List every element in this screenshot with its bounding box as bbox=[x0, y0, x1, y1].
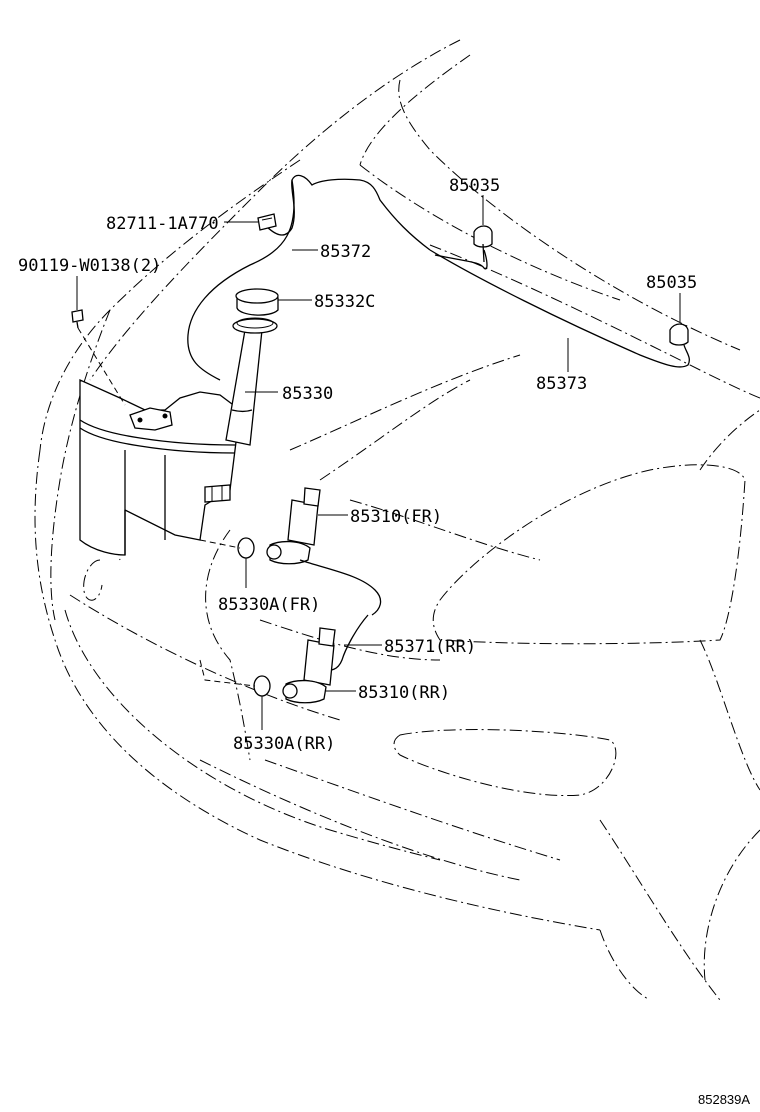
label-85035-a: 85035 bbox=[449, 176, 500, 196]
hose-85372 bbox=[187, 174, 431, 381]
clip-82711 bbox=[257, 213, 277, 231]
nozzle-85035-a bbox=[473, 225, 493, 263]
car-body-outline bbox=[34, 39, 760, 1001]
pump-85310-rr bbox=[282, 627, 336, 704]
diagram-reference-number: 852839A bbox=[698, 1092, 750, 1107]
part-labels: 85035 85035 82711-1A770 85372 90119-W013… bbox=[18, 176, 697, 754]
label-85373: 85373 bbox=[536, 374, 587, 394]
label-85330: 85330 bbox=[282, 384, 333, 404]
leader-lines bbox=[76, 195, 681, 730]
grommet-85330a-fr bbox=[199, 537, 255, 559]
label-82711-1a770: 82711-1A770 bbox=[106, 214, 219, 234]
label-85332c: 85332C bbox=[314, 292, 375, 312]
label-85330a-fr: 85330A(FR) bbox=[218, 595, 320, 615]
nozzle-85035-b bbox=[669, 323, 689, 346]
label-85371-rr: 85371(RR) bbox=[384, 637, 476, 657]
washer-cap bbox=[235, 288, 279, 316]
label-85310-rr: 85310(RR) bbox=[358, 683, 450, 703]
label-85372: 85372 bbox=[320, 242, 371, 262]
bolt-90119 bbox=[71, 309, 126, 406]
label-85035-b: 85035 bbox=[646, 273, 697, 293]
label-85310-fr: 85310(FR) bbox=[350, 507, 442, 527]
pump-85310-fr bbox=[266, 487, 382, 616]
grommet-85330a-rr bbox=[199, 659, 271, 697]
label-85330a-rr: 85330A(RR) bbox=[233, 734, 335, 754]
hose-85373 bbox=[429, 249, 690, 368]
washer-tank bbox=[79, 317, 278, 556]
label-90119-w0138: 90119-W0138(2) bbox=[18, 256, 161, 276]
